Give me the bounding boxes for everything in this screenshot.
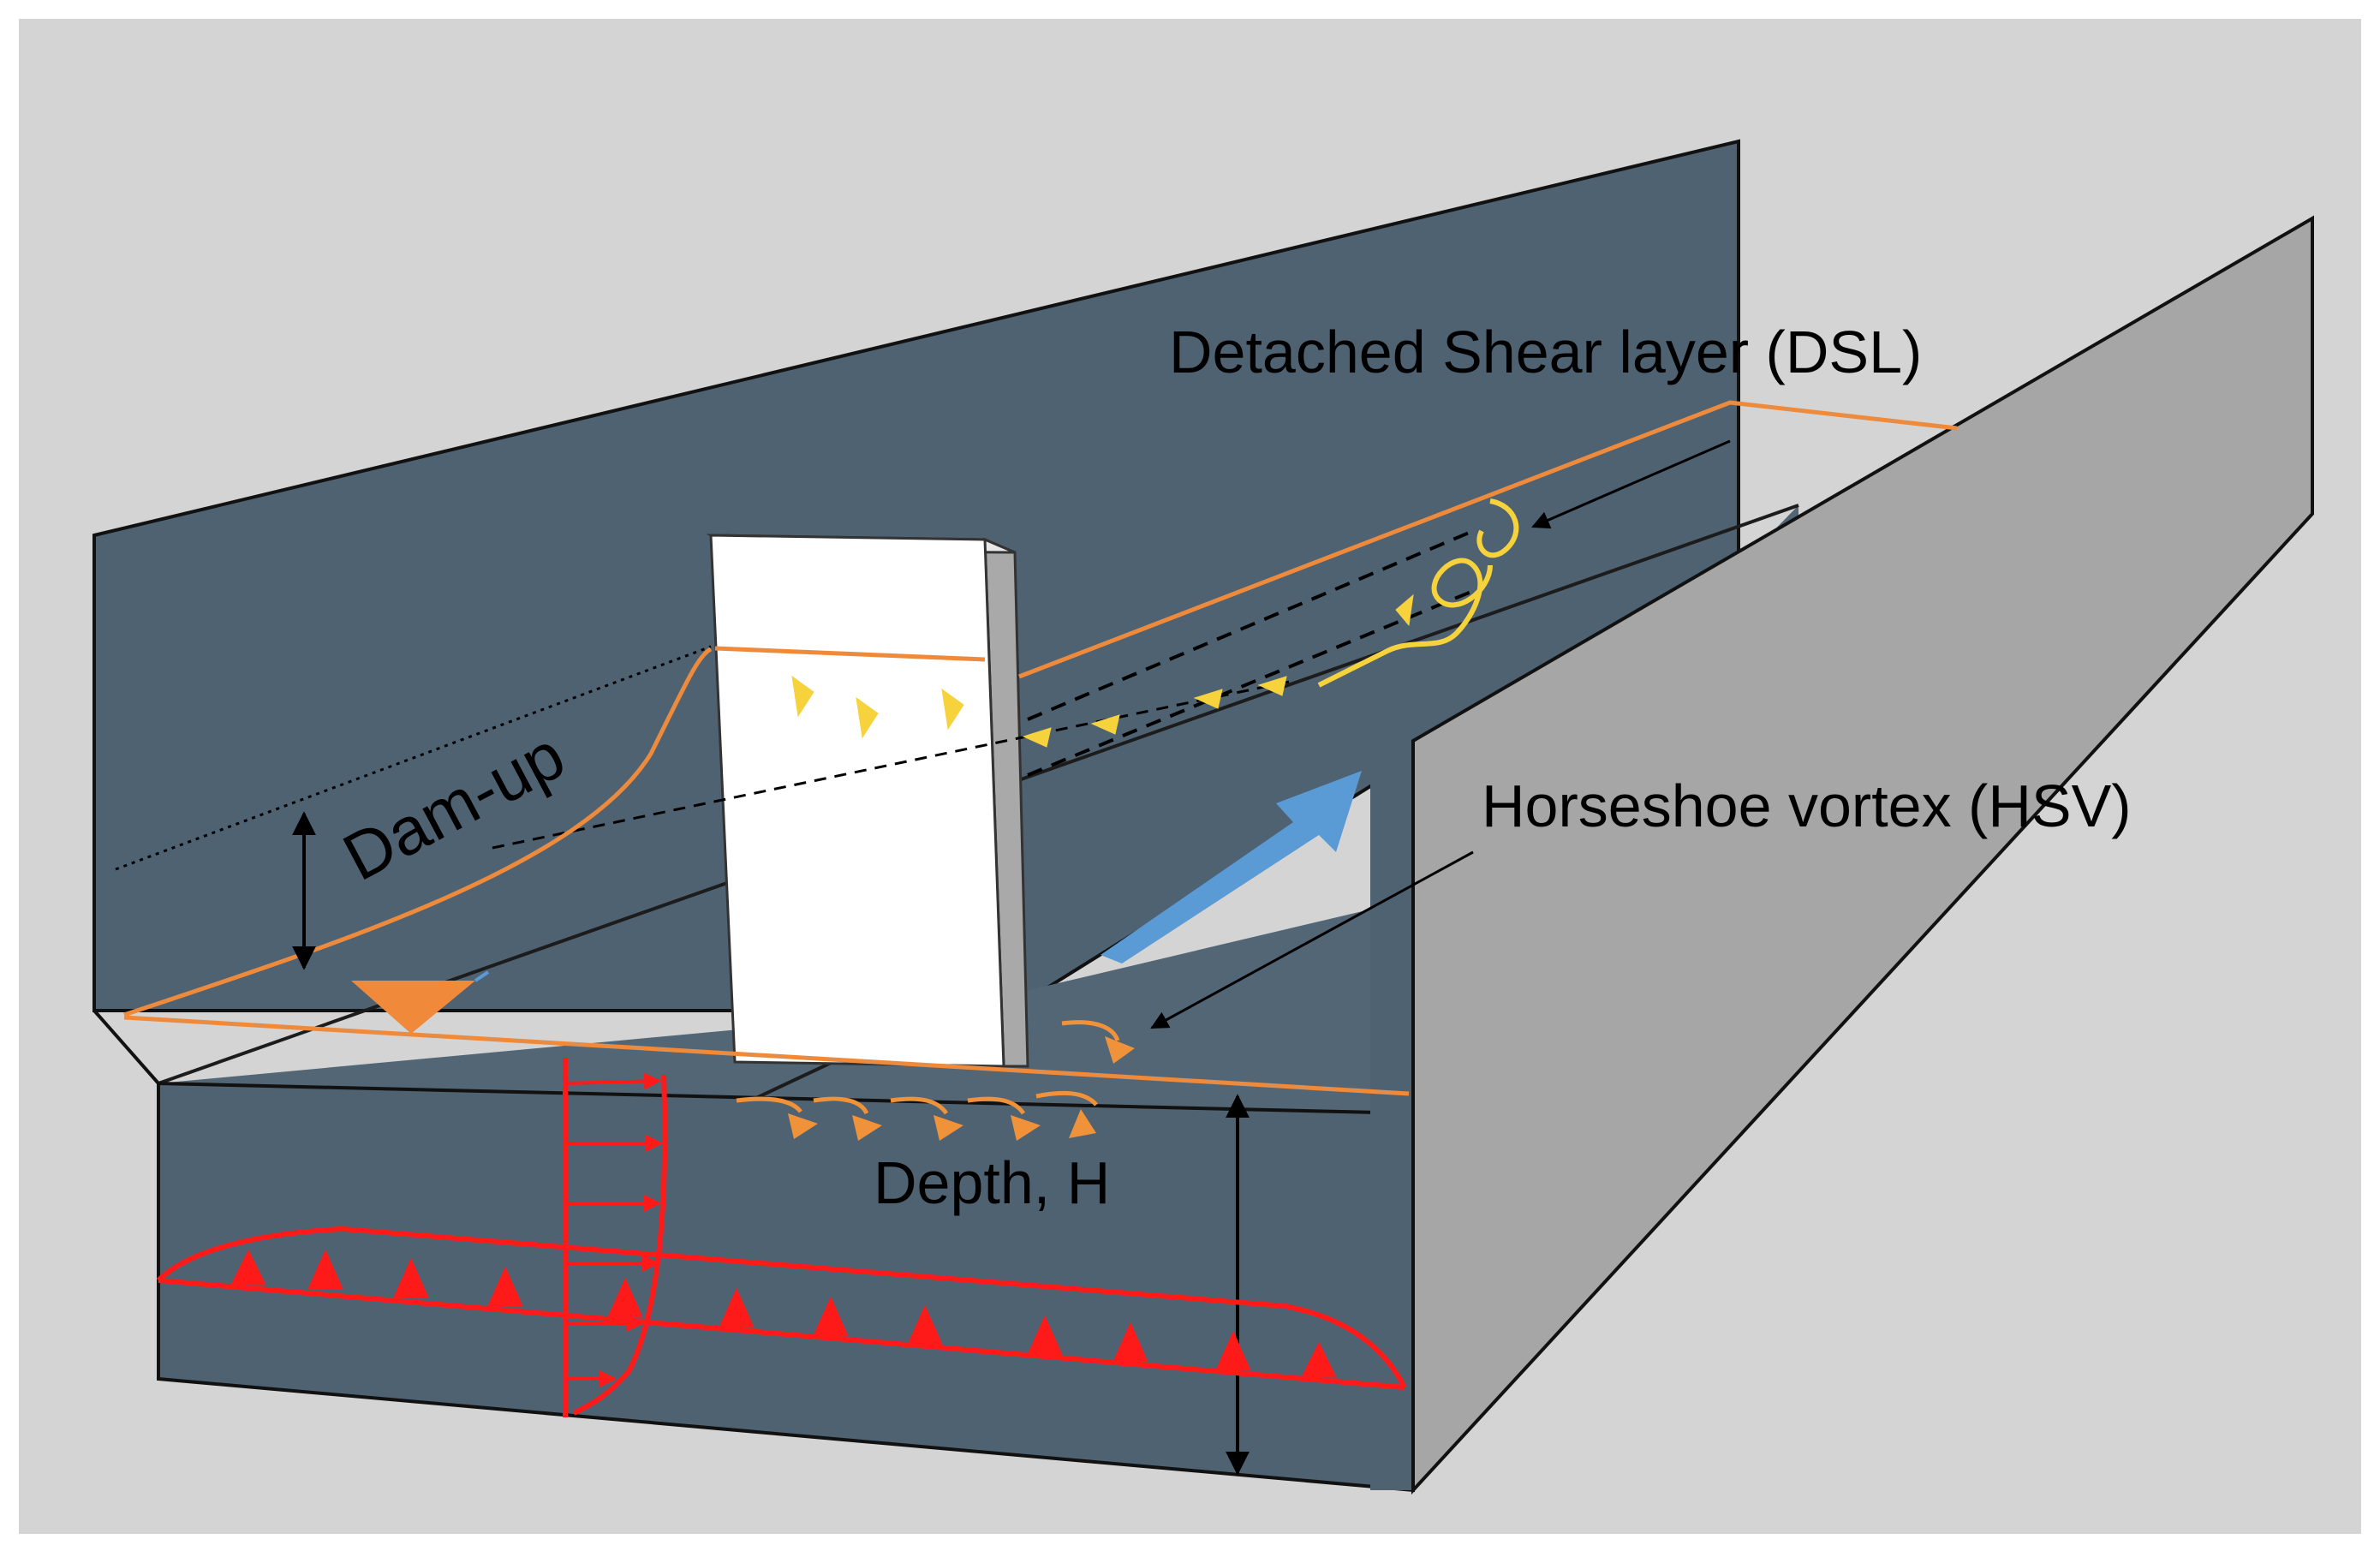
lateral-arrow [907,1304,943,1345]
shear-vortex-arrow [1193,689,1223,709]
dsl-label: Detached Shear layer (DSL) [1169,319,1922,385]
lateral-arrow [1301,1341,1337,1378]
lateral-arrow [719,1287,755,1328]
lateral-arrow [1027,1315,1063,1356]
shear-vortex-arrow [941,688,964,731]
wall-edge-shadow [1370,741,1413,1490]
obstacle-front-face [709,534,1005,1068]
lateral-arrow [607,1277,643,1318]
dam-up-surface-curve [123,647,713,1017]
separation-line-lower [492,679,1294,850]
shear-vortex-arrow [1395,594,1414,627]
lateral-arrow [393,1257,429,1298]
floor-corner-left [92,1009,160,1085]
velocity-profile-lateral [156,1226,1407,1390]
lateral-arrow [307,1249,343,1290]
lateral-arrow [1215,1330,1251,1371]
shear-band-upper [1027,529,1474,721]
water-surface-downstream [1018,400,1958,679]
hsv-arrow [890,1096,963,1141]
water-surface-on-obstacle [714,646,986,662]
original-water-level [115,645,712,871]
dsl-leader-line [1531,439,1731,529]
lateral-arrow [1112,1321,1148,1363]
hsv-arrow [813,1096,882,1141]
horseshoe-vortices [736,1020,1135,1141]
lateral-arrow [487,1266,523,1307]
shear-vortex-arrow [1257,676,1287,696]
lateral-envelope [156,1226,1407,1389]
shear-vortex-swirl [1476,498,1519,558]
shear-vortex-arrow [856,696,879,739]
large-arrow-icon [1101,771,1362,963]
profile-envelope [572,1074,668,1416]
hsv-arrow [967,1096,1041,1141]
profile-arrow [564,1072,661,1090]
hsv-leader-line [1150,850,1474,1029]
shear-layer-vortices [791,498,1519,748]
lateral-arrow [813,1296,849,1337]
shear-vortex-arrow [1090,714,1120,735]
shear-vortex-arrow [1022,727,1052,748]
lateral-arrow [230,1249,266,1286]
hsv-arrow [1061,1020,1135,1064]
shear-band-lower [1027,589,1474,777]
surface-marker-tick [474,970,490,982]
hsv-arrow [1035,1090,1098,1138]
velocity-profile-vertical [563,1058,668,1417]
hsv-arrow [736,1096,818,1139]
lateral-baseline [158,1278,1405,1390]
shear-vortex-arrow [791,675,814,718]
hsv-label: Horseshoe vortex (HSV) [1482,773,2132,839]
inverted-triangle-icon [351,981,475,1034]
depth-label: Depth, H [874,1149,1110,1216]
water-surface-cross-section [123,1015,1410,1096]
shear-vortex-swirl [1317,558,1493,688]
